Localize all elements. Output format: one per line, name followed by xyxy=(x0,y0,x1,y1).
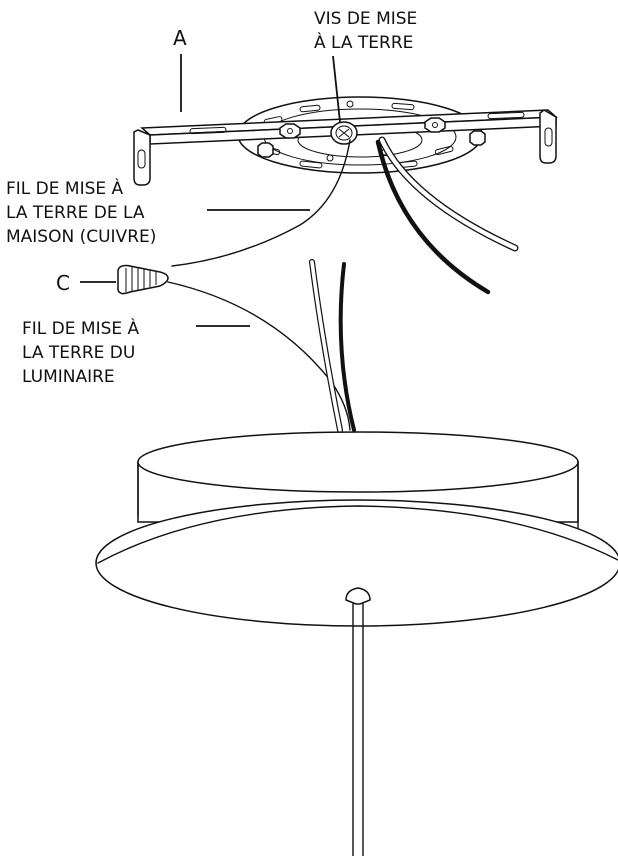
label-fixture-ground-line2: LA TERRE DU xyxy=(22,343,135,363)
mounting-nuts xyxy=(257,117,486,158)
label-bracket-a: A xyxy=(173,26,187,50)
label-connector-c: C xyxy=(56,271,70,295)
leader-lines xyxy=(80,54,341,327)
fixture-wires xyxy=(167,259,356,433)
label-fixture-ground-line3: LUMINAIRE xyxy=(22,367,115,387)
pendant-rod xyxy=(345,587,371,856)
label-ground-screw-line1: VIS DE MISE xyxy=(314,9,417,29)
label-house-ground-line3: MAISON (CUIVRE) xyxy=(6,227,156,247)
fixture-disc xyxy=(95,499,618,627)
ground-screw xyxy=(330,121,358,145)
label-house-ground-line1: FIL DE MISE À xyxy=(6,177,124,199)
label-fixture-ground-line1: FIL DE MISE À xyxy=(22,317,140,339)
house-wires xyxy=(171,136,519,295)
wire-connector xyxy=(117,264,169,295)
label-ground-screw-line2: À LA TERRE xyxy=(314,31,413,53)
label-house-ground-line2: LA TERRE DE LA xyxy=(6,203,145,223)
